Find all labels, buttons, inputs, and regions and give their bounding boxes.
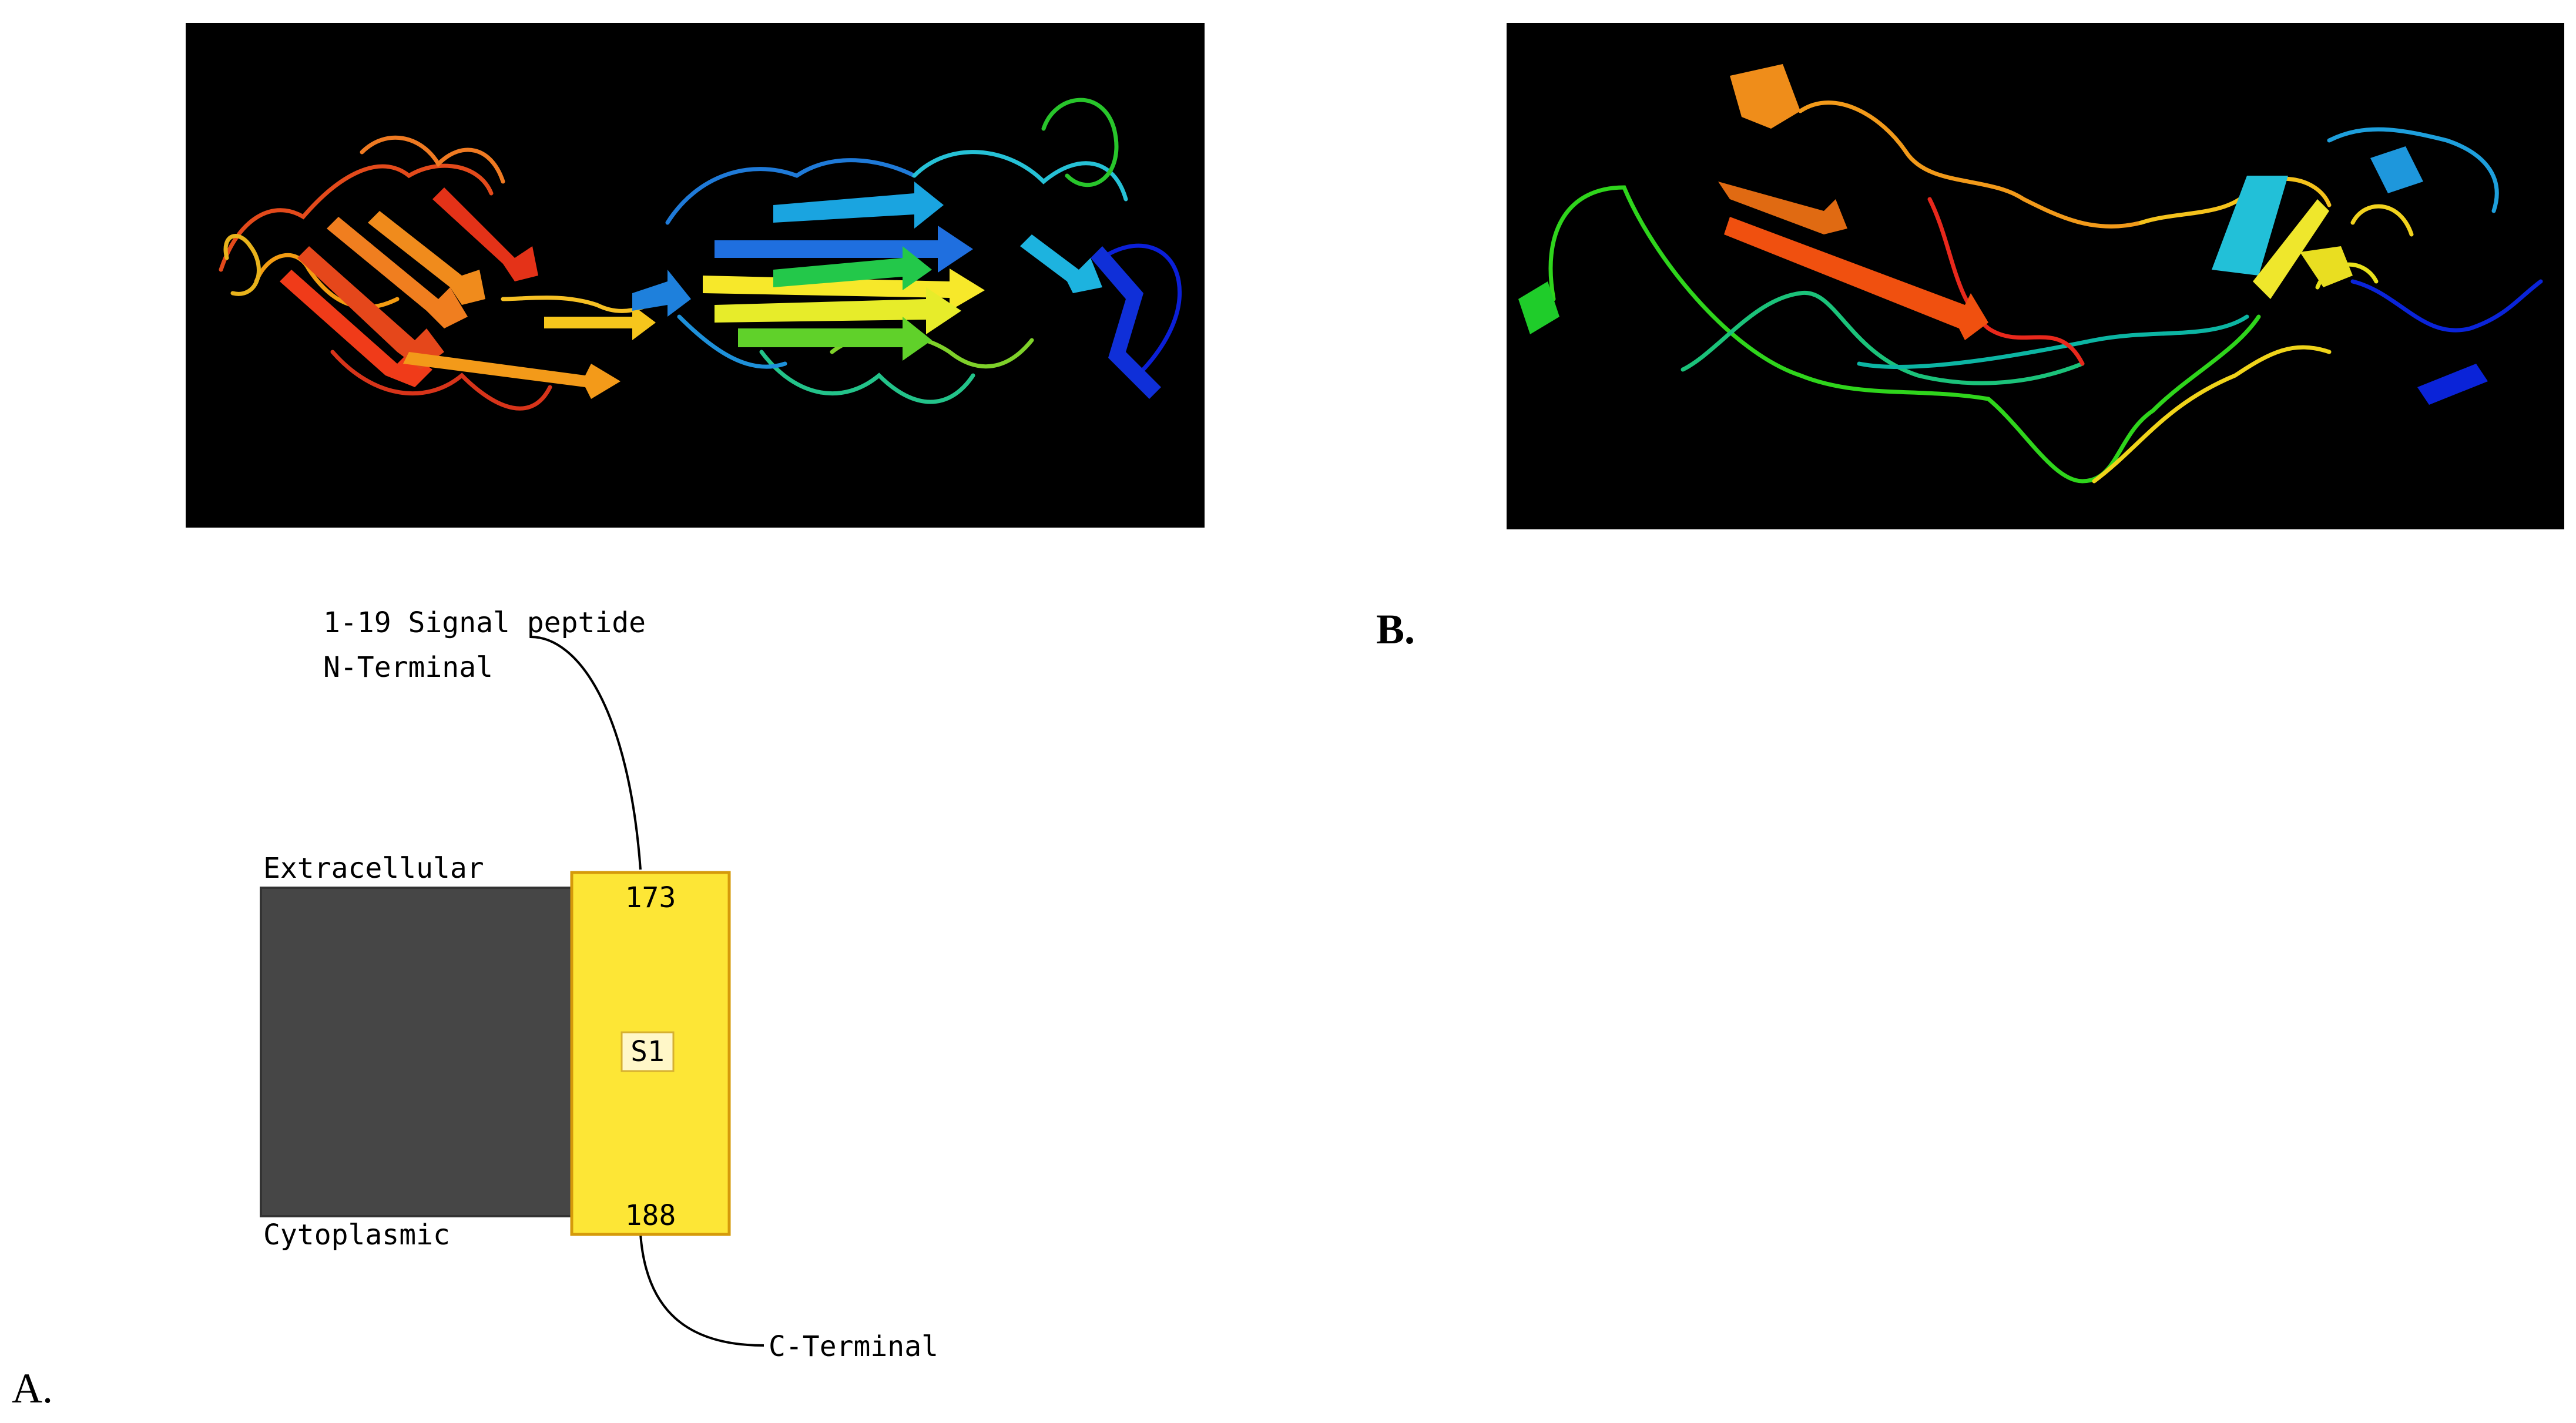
c-terminal-connector (639, 1233, 764, 1347)
ribbon-structure-b (1518, 64, 2543, 484)
c-terminal-label: C-Terminal (769, 1330, 938, 1363)
membrane-band (260, 887, 588, 1217)
protein-structure-render-b (1507, 23, 2564, 529)
membrane-label: Membrane (739, 1176, 875, 1209)
helix-name-box (620, 1031, 675, 1072)
helix-end-position: 188 (625, 1199, 676, 1232)
ribbon-structure-a (219, 98, 1182, 411)
protein-structure-render-a (186, 23, 1205, 528)
cytoplasmic-label: Cytoplasmic (263, 1219, 450, 1251)
panel-a-label: A. (12, 1365, 53, 1412)
n-terminal-connector (530, 636, 642, 870)
topology-svg: 1-19 Signal peptide N-Terminal Extracell… (260, 606, 938, 1363)
helix-name-label: S1 (630, 1035, 665, 1068)
helix-start-position: 173 (625, 881, 676, 914)
extracellular-label: Extracellular (263, 852, 484, 885)
panel-b-label: B. (1376, 606, 1416, 653)
signal-peptide-label: 1-19 Signal peptide (323, 606, 646, 639)
n-terminal-label: N-Terminal (323, 651, 493, 684)
membrane-topology-diagram: 1-19 Signal peptide N-Terminal Extracell… (223, 593, 1058, 1381)
